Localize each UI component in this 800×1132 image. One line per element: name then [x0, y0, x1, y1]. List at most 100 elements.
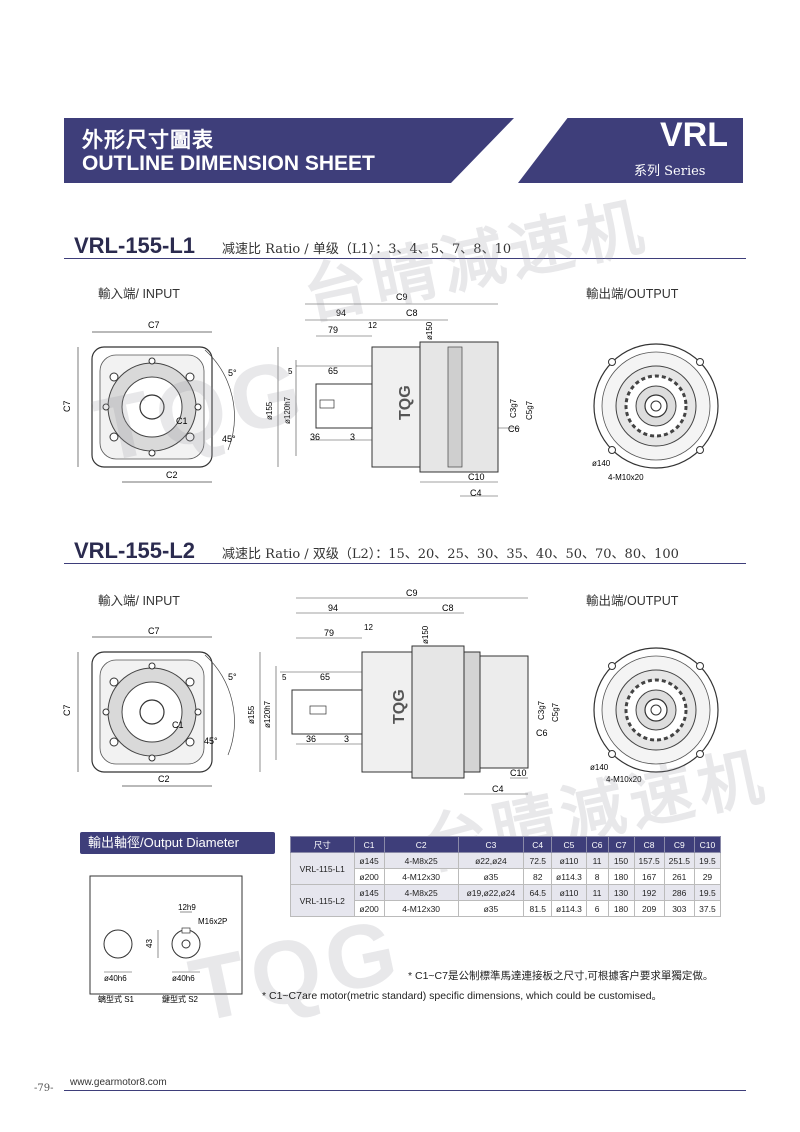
- cell: 303: [663, 900, 695, 917]
- s1-angle: 45°: [222, 434, 236, 444]
- s1-angle2: 5°: [228, 368, 237, 378]
- section-1-ratio: 减速比 Ratio / 单级（L1）：3、4、5、7、8、10: [222, 242, 512, 257]
- spec-table-header: 尺寸 C1 C2 C3 C4 C5 C6 C7 C8 C9 C10: [290, 836, 722, 853]
- th-c3: C3: [457, 836, 525, 853]
- cell: 251.5: [663, 852, 695, 869]
- s2-c9: C9: [406, 588, 418, 598]
- s1-c3: C3g7: [509, 398, 518, 418]
- th-c1: C1: [353, 836, 385, 853]
- cell: 19.5: [693, 852, 722, 869]
- th-c4: C4: [523, 836, 553, 853]
- cell: 192: [633, 884, 665, 901]
- s2-d140: ø140: [590, 763, 609, 772]
- section-1-input-label: 輸入端/ INPUT: [98, 287, 180, 301]
- cell: ø35: [457, 900, 525, 917]
- section-2-ratio: 减速比 Ratio / 双级（L2）：15、20、25、30、35、40、50、…: [222, 547, 679, 562]
- s1-d5: 5: [288, 367, 293, 376]
- s1-c8: C8: [406, 308, 418, 318]
- table-row: VRL-115-L2 ø145 4-M8x25 ø19,ø22,ø24 64.5…: [290, 884, 722, 917]
- s2-d36: 36: [306, 734, 316, 744]
- footer-rule: [64, 1090, 746, 1091]
- section-1-input-view: [77, 331, 235, 483]
- s1-d3: 3: [350, 432, 355, 442]
- s2-c7-top: C7: [148, 626, 160, 636]
- s1-c1: C1: [176, 416, 188, 426]
- s2-d94: 94: [328, 603, 338, 613]
- cell: ø200: [353, 868, 385, 885]
- cell: 4-M12x30: [383, 868, 459, 885]
- s2-d65: 65: [320, 672, 330, 682]
- row-model: VRL-115-L2: [290, 884, 355, 917]
- cell: 286: [663, 884, 695, 901]
- s2-c2: C2: [158, 774, 170, 784]
- row-model: VRL-115-L1: [290, 852, 355, 885]
- section-1-side-view: [277, 303, 520, 497]
- s1-c9: C9: [396, 292, 408, 302]
- output-diameter-drawing: [89, 875, 243, 995]
- cell: 6: [585, 900, 609, 917]
- s1-c5: C5g7: [525, 400, 534, 420]
- od-d43: 43: [145, 939, 154, 948]
- cell: 180: [607, 900, 635, 917]
- s1-d36: 36: [310, 432, 320, 442]
- cell: 19.5: [693, 884, 722, 901]
- s1-c2: C2: [166, 470, 178, 480]
- s1-c6: C6: [508, 424, 520, 434]
- cell: 37.5: [693, 900, 722, 917]
- cell: 157.5: [633, 852, 665, 869]
- page-number: -79-: [34, 1083, 54, 1094]
- s1-d94: 94: [336, 308, 346, 318]
- th-c5: C5: [551, 836, 587, 853]
- cell: ø145: [353, 884, 385, 901]
- spec-table: 尺寸 C1 C2 C3 C4 C5 C6 C7 C8 C9 C10 VRL-11…: [290, 836, 722, 917]
- s2-m10: 4-M10x20: [606, 775, 642, 784]
- section-2-model: VRL-155-L2: [74, 538, 196, 563]
- section-2-input-view: [77, 636, 235, 787]
- od-d40b: ø40h6: [172, 974, 195, 983]
- cell: ø19,ø22,ø24: [457, 884, 525, 901]
- s1-m10: 4-M10x20: [608, 473, 644, 482]
- title-cn: 外形尺寸圖表: [82, 129, 214, 152]
- s1-d150: ø150: [425, 321, 434, 340]
- od-d40a: ø40h6: [104, 974, 127, 983]
- cell: 209: [633, 900, 665, 917]
- th-c2: C2: [383, 836, 459, 853]
- s2-c5: C5g7: [551, 702, 560, 722]
- section-1-output-view: [592, 342, 720, 470]
- s2-c8: C8: [442, 603, 454, 613]
- s2-c3: C3g7: [537, 700, 546, 720]
- cell: 4-M8x25: [383, 852, 459, 869]
- title-en: OUTLINE DIMENSION SHEET: [82, 152, 375, 175]
- cell: 4-M8x25: [383, 884, 459, 901]
- s1-d12: 12: [368, 321, 377, 330]
- cell: 81.5: [523, 900, 553, 917]
- s2-d79: 79: [324, 628, 334, 638]
- cell: ø145: [353, 852, 385, 869]
- s2-d5: 5: [282, 673, 287, 682]
- s2-c10: C10: [510, 768, 527, 778]
- s2-d150: ø150: [421, 625, 430, 644]
- section-2-rule: [64, 563, 746, 564]
- section-1-rule: [64, 258, 746, 259]
- s1-d140: ø140: [592, 459, 611, 468]
- table-row: ø200 4-M12x30 ø35 82 ø114.3 8 180 167 26…: [291, 868, 722, 885]
- od-d12: 12h9: [178, 903, 196, 912]
- s2-angle: 45°: [204, 736, 218, 746]
- s1-d120: ø120h7: [283, 396, 292, 424]
- cell: 72.5: [523, 852, 553, 869]
- cell: 180: [607, 868, 635, 885]
- cell: ø22,ø24: [457, 852, 525, 869]
- s2-angle2: 5°: [228, 672, 237, 682]
- s2-c1: C1: [172, 720, 184, 730]
- cell: 130: [607, 884, 635, 901]
- website-link[interactable]: www.gearmotor8.com: [70, 1077, 167, 1088]
- s1-d65: 65: [328, 366, 338, 376]
- s2-c6: C6: [536, 728, 548, 738]
- th-c8: C8: [633, 836, 665, 853]
- s2-brand-mark: TQG: [391, 689, 408, 724]
- cell: 167: [633, 868, 665, 885]
- cell: 8: [585, 868, 609, 885]
- s1-c7-side: C7: [62, 400, 72, 412]
- th-c6: C6: [585, 836, 609, 853]
